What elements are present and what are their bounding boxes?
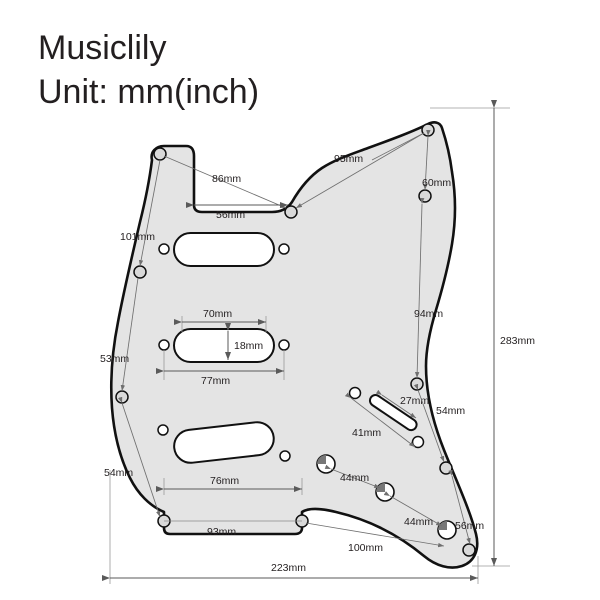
dimension-27mm-label: 27mm — [400, 395, 429, 407]
dimension-95mm: 95mm — [295, 132, 425, 209]
dimension-44mm-upper-label: 44mm — [340, 472, 369, 484]
dimension-76mm-label: 76mm — [210, 475, 239, 487]
middle-pickup-cutout — [173, 328, 275, 363]
screw-hole-4 — [418, 189, 432, 203]
dimension-44mm-lower-label: 44mm — [404, 516, 433, 528]
dimension-283mm-label: 283mm — [500, 335, 535, 347]
brand-title-block: Musiclily Unit: mm(inch) — [38, 26, 259, 114]
dimension-70mm: 70mm — [174, 308, 267, 332]
dimension-101mm: 101mm — [120, 159, 161, 267]
dimension-93mm-label: 93mm — [207, 526, 236, 538]
dimension-77mm-label: 77mm — [201, 375, 230, 387]
dimension-101mm-label: 101mm — [120, 231, 155, 243]
dimension-54mm-right: 54mm — [413, 383, 465, 463]
tone-pot-hole-1 — [375, 482, 395, 502]
neck-pickup-screw-hole-right — [278, 243, 290, 255]
dimension-54mm-left-label: 54mm — [104, 467, 133, 479]
dimension-41mm: 41mm — [344, 392, 416, 448]
bridge-pickup-screw-hole-right — [279, 450, 291, 462]
screw-hole-11 — [133, 265, 147, 279]
dimension-76mm: 76mm — [156, 475, 303, 495]
dimension-223mm-label: 223mm — [271, 562, 306, 574]
dimension-223mm: 223mm — [102, 470, 479, 584]
brand-name: Musiclily — [38, 29, 167, 67]
dimension-100mm-label: 100mm — [348, 542, 383, 554]
dimension-94mm: 94mm — [414, 197, 443, 379]
dimension-94mm-label: 94mm — [414, 308, 443, 320]
dimension-86mm-label: 86mm — [212, 173, 241, 185]
dimension-56mm-right-label: 56mm — [455, 520, 484, 532]
dimension-95mm-label: 95mm — [334, 153, 363, 165]
bridge-pickup-screw-hole-left — [157, 424, 169, 436]
screw-hole-2 — [284, 205, 298, 219]
neck-pickup-cutout — [173, 232, 275, 267]
dimension-56mm-top-label: 56mm — [216, 209, 245, 221]
dimension-100mm: 100mm — [305, 522, 445, 554]
dimension-53mm-label: 53mm — [100, 353, 129, 365]
dimension-18mm-label: 18mm — [234, 340, 263, 352]
tone-pot-hole-2 — [437, 520, 457, 540]
middle-pickup-screw-hole-left — [158, 339, 170, 351]
dimension-70mm-label: 70mm — [203, 308, 232, 320]
screw-hole-10 — [115, 390, 129, 404]
middle-pickup-screw-hole-right — [278, 339, 290, 351]
dimension-60mm-label: 60mm — [422, 177, 451, 189]
dimension-56mm-top: 56mm — [186, 202, 288, 221]
volume-pot-hole — [316, 454, 336, 474]
dimension-77mm: 77mm — [156, 350, 285, 387]
dimension-93mm: 93mm — [164, 520, 302, 538]
dimension-44mm-lower: 44mm — [383, 491, 443, 528]
dimension-44mm-upper: 44mm — [324, 464, 381, 489]
dimension-54mm-right-label: 54mm — [436, 405, 465, 417]
switch-screw-hole-upper — [348, 386, 362, 400]
dimension-60mm: 60mm — [422, 129, 451, 191]
dimension-53mm: 53mm — [100, 277, 139, 392]
screw-hole-1 — [153, 147, 167, 161]
screw-hole-3 — [421, 123, 435, 137]
dimension-41mm-label: 41mm — [352, 427, 381, 439]
neck-pickup-screw-hole-left — [158, 243, 170, 255]
bridge-pickup-cutout — [173, 421, 275, 464]
dimension-18mm: 18mm — [225, 323, 263, 360]
screw-hole-6 — [439, 461, 453, 475]
screw-hole-5 — [410, 377, 424, 391]
dimension-56mm-right: 56mm — [448, 469, 484, 545]
dimension-86mm: 86mm — [163, 155, 287, 209]
unit-label: Unit: mm(inch) — [38, 73, 260, 111]
screw-hole-7 — [462, 543, 476, 557]
dimension-54mm-left: 54mm — [104, 396, 161, 518]
